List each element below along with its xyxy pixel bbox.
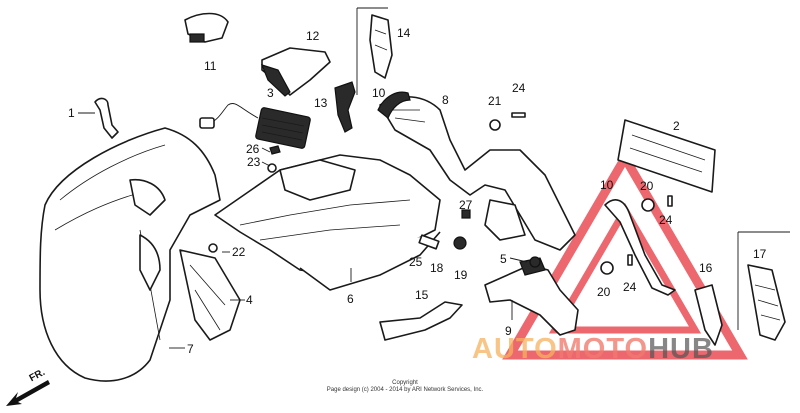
inner-fender-part-7[interactable] [39,127,221,382]
callout-1: 1 [68,106,75,120]
callouts: 1 2 3 4 5 6 7 8 9 10 10 11 12 13 14 15 1… [68,26,767,356]
callout-15: 15 [415,288,429,302]
callout-2: 2 [673,119,680,133]
callout-14: 14 [397,26,411,40]
rod-part-10[interactable] [604,199,676,296]
flap-part-4[interactable] [179,249,241,341]
copyright-line-2: Page design (c) 2004 - 2014 by ARI Netwo… [326,387,484,393]
copyright-line-1: Copyright [392,380,418,386]
callout-21: 21 [488,94,502,108]
callout-20-bottom: 20 [597,285,611,299]
callout-13: 13 [314,96,328,110]
clip-part-13[interactable] [334,81,356,133]
callout-6: 6 [347,292,354,306]
callout-18: 18 [430,261,444,275]
rear-fender-part-6[interactable] [214,154,441,291]
strap-part-15[interactable] [379,301,463,341]
callout-12: 12 [306,29,320,43]
plate-part-2[interactable] [617,119,716,193]
front-direction-arrow-icon: FR. [6,367,50,406]
reflector-part-17[interactable] [737,231,790,341]
callout-25: 25 [409,255,423,269]
callout-19: 19 [454,268,468,282]
callout-24-mid: 24 [659,213,673,227]
callout-7: 7 [187,342,194,356]
callout-17: 17 [753,247,767,261]
leader-lines [78,112,528,349]
watermark-hub: HUB [648,333,714,365]
hardware [208,112,673,275]
bracket-part-16[interactable] [694,284,723,346]
callout-20-top: 20 [640,179,654,193]
cap-part-11[interactable] [184,12,229,43]
callout-5: 5 [500,252,507,266]
callout-10-right: 10 [600,178,614,192]
watermark-logo: AUTOMOTOHUB [472,333,797,367]
regulator-part-3[interactable] [199,103,311,149]
callout-26: 26 [246,142,260,156]
watermark-moto: MOTO [557,333,649,365]
callout-16: 16 [699,261,713,275]
callout-11: 11 [204,59,217,73]
seal-strip-part-10[interactable] [377,91,411,119]
callout-24-bottom: 24 [623,280,637,294]
callout-22: 22 [232,245,246,259]
cover-part-12[interactable] [260,47,331,97]
copyright-notice: Copyright Page design (c) 2004 - 2014 by… [300,380,510,394]
callout-8: 8 [442,93,449,107]
direction-label: FR. [28,367,48,384]
watermark-triangle [502,149,748,360]
bracket-part-1[interactable] [94,97,119,139]
callout-24-top: 24 [512,81,526,95]
callout-23: 23 [247,155,261,169]
callout-3: 3 [267,86,274,100]
callout-4: 4 [246,293,253,307]
callout-10-top: 10 [372,86,386,100]
guide-part-14[interactable] [356,7,393,95]
watermark-auto: AUTO [472,333,558,365]
callout-9: 9 [505,324,512,338]
callout-27: 27 [459,198,473,212]
